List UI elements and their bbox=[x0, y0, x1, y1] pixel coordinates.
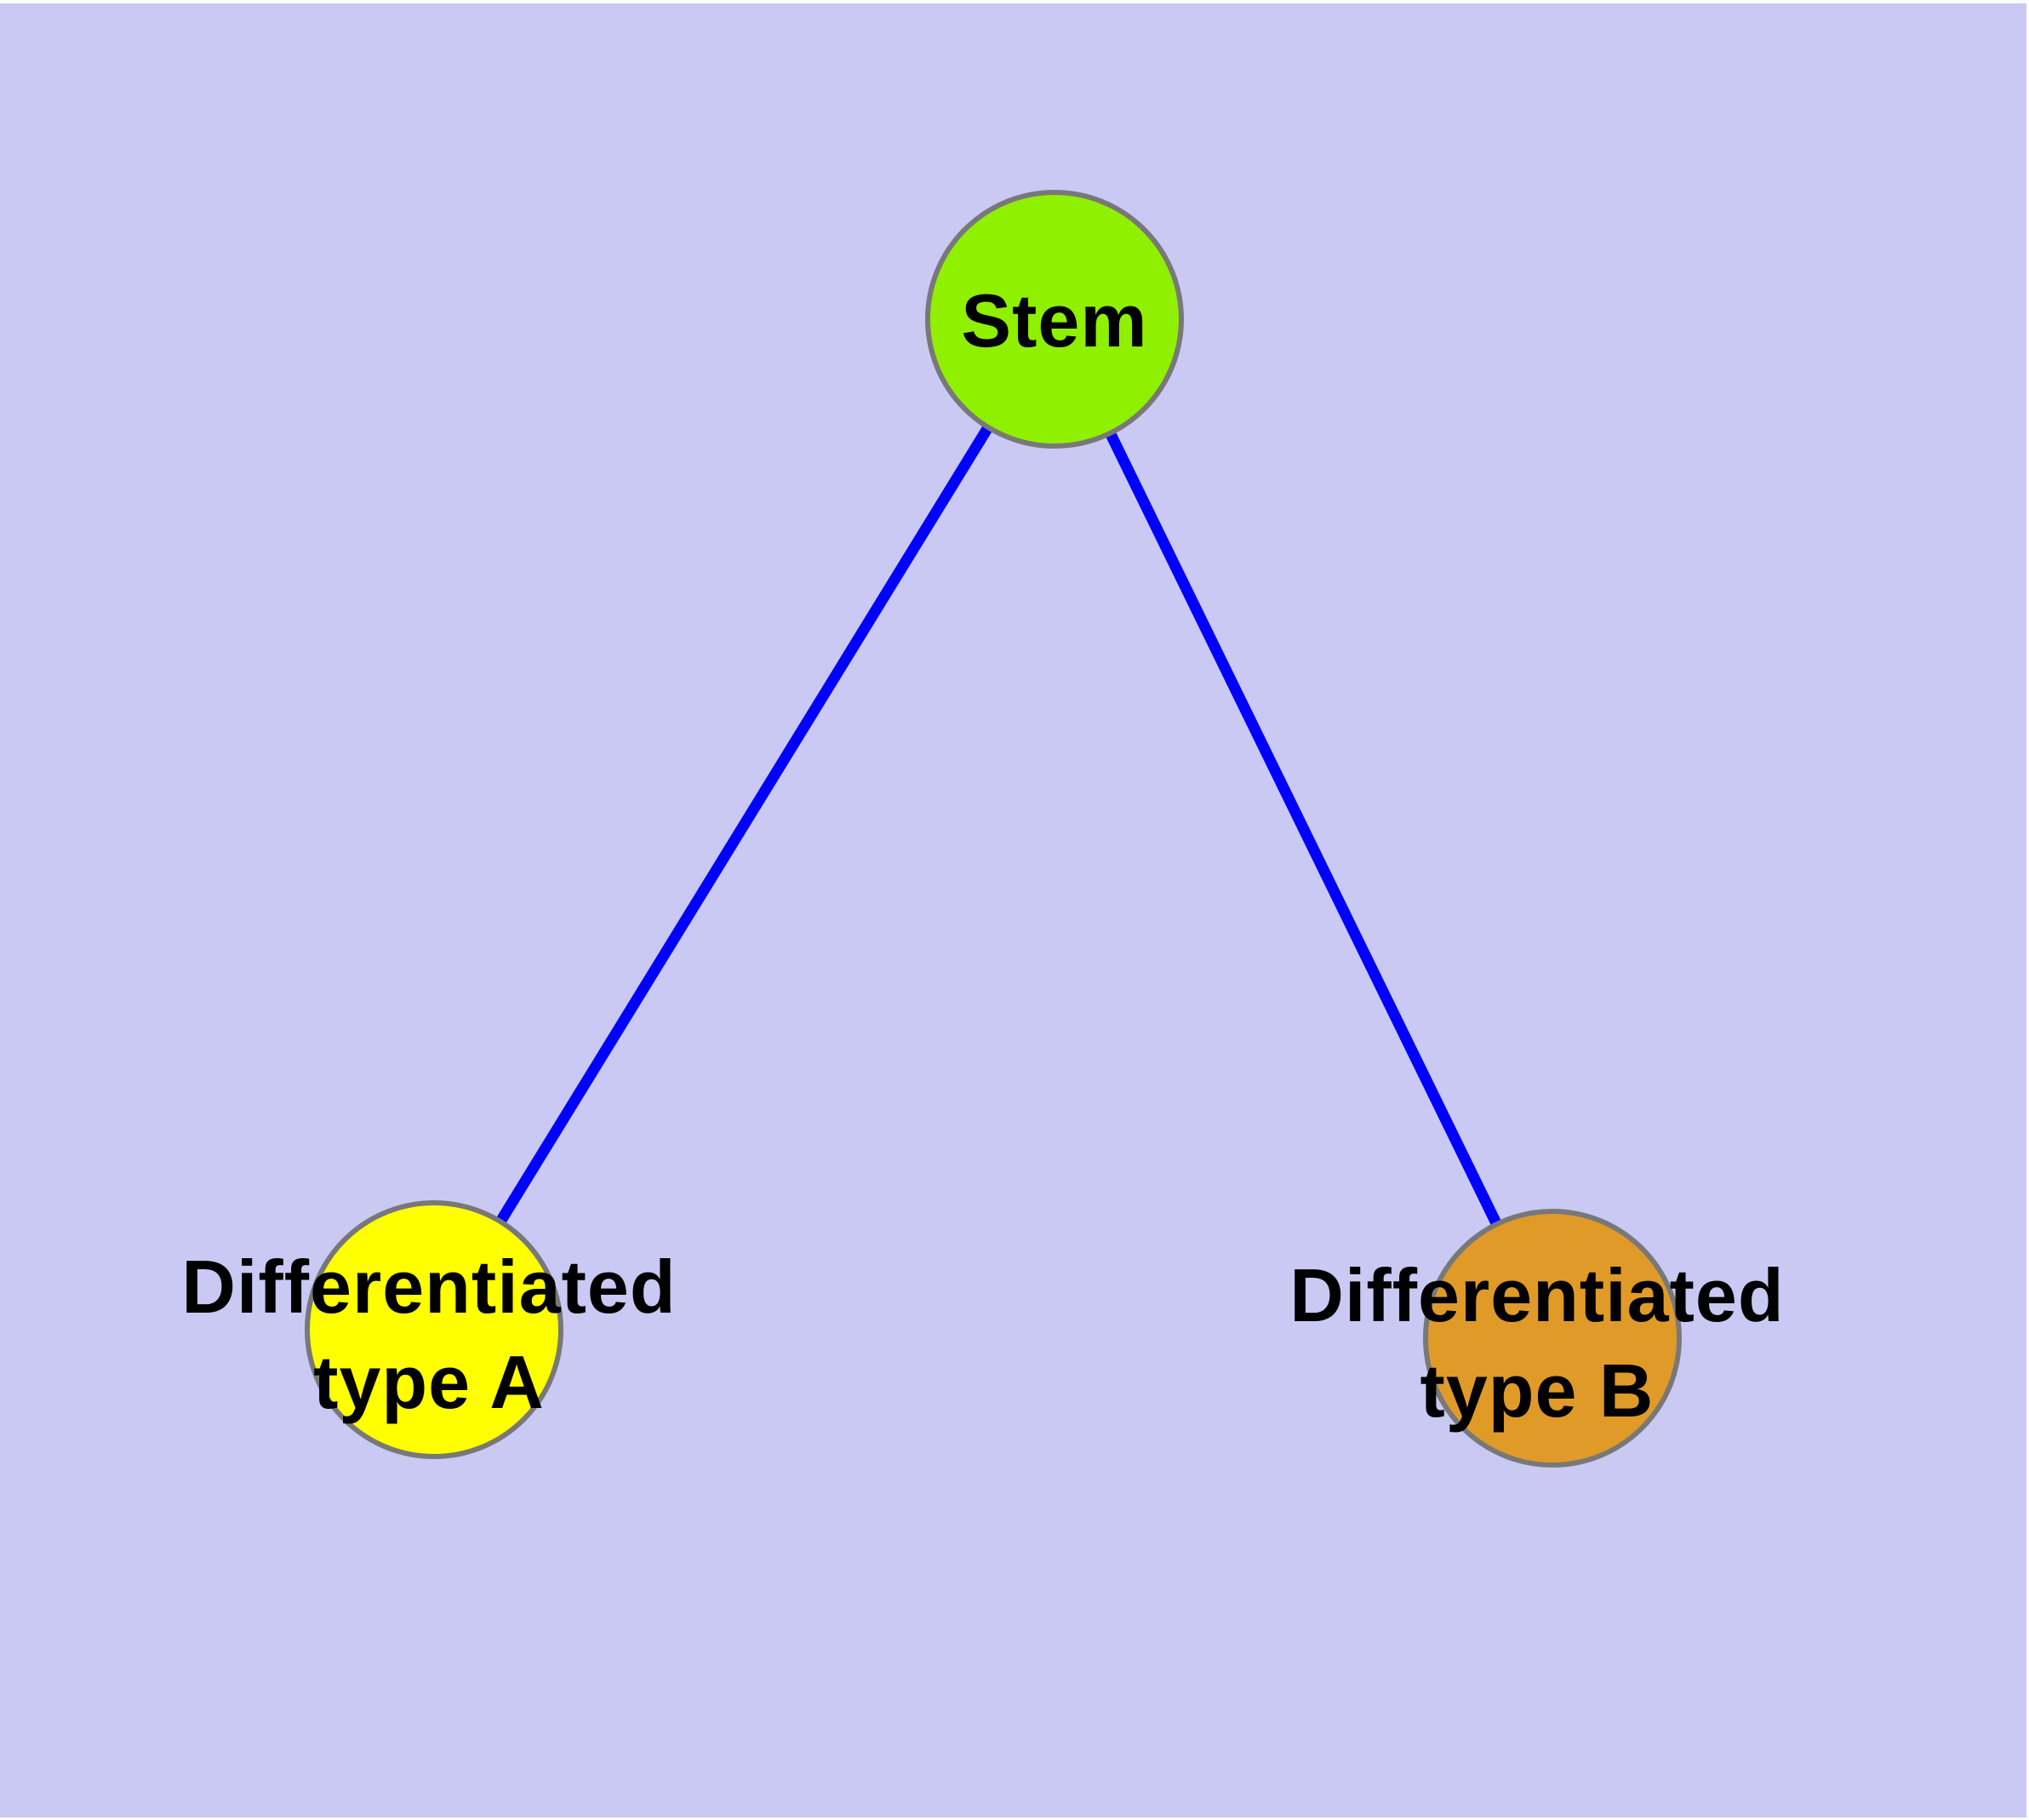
node-differentiated-type-b bbox=[1423, 1209, 1682, 1468]
edge-stem-to-type-a bbox=[429, 316, 1060, 1333]
node-type-b-label-line1: Differentiated bbox=[1289, 1253, 1784, 1337]
node-type-a-label-line2: type A bbox=[313, 1340, 545, 1424]
node-type-b-label-line2: type B bbox=[1420, 1348, 1655, 1433]
node-stem-label: Stem bbox=[961, 278, 1147, 363]
node-differentiated-type-a bbox=[305, 1200, 563, 1459]
node-stem bbox=[925, 190, 1184, 449]
edge-stem-to-type-b bbox=[1049, 317, 1557, 1341]
node-type-a-label-line1: Differentiated bbox=[181, 1245, 676, 1329]
